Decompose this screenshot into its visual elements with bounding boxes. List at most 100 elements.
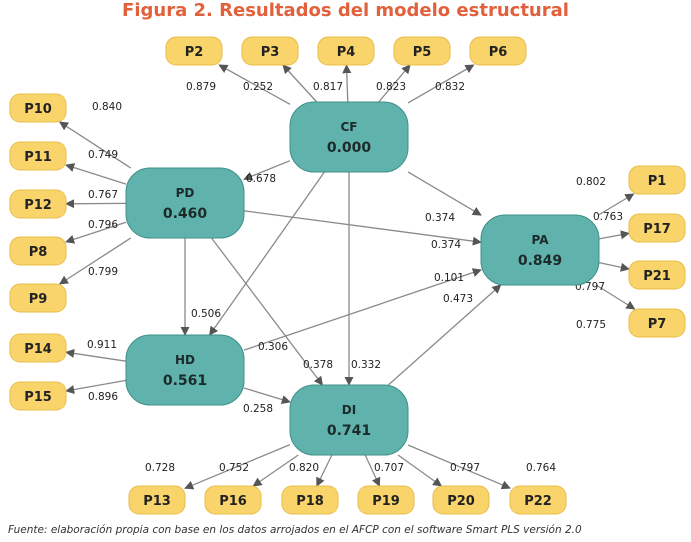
indicator-node-label: P12	[24, 198, 52, 213]
indicator-node-shape	[204, 485, 262, 515]
indicator-node-shape	[9, 93, 67, 123]
indicator-node-shape	[393, 36, 451, 66]
loading-arrow-pd-p8	[65, 221, 127, 244]
indicator-node-shape	[317, 36, 375, 66]
loading-arrow-di-p19	[364, 454, 381, 487]
indicator-node-p1: P1	[628, 165, 686, 195]
indicator-node-p8: P8	[9, 236, 67, 266]
loading-value-p5: 0.823	[376, 81, 406, 93]
indicator-node-label: P20	[447, 494, 475, 509]
indicator-node-shape	[165, 36, 223, 66]
latent-node-r2-value: 0.741	[327, 423, 371, 439]
indicator-node-label: P16	[219, 494, 247, 509]
indicator-node-p12: P12	[9, 189, 67, 219]
indicator-node-p9: P9	[9, 283, 67, 313]
indicator-node-p19: P19	[357, 485, 415, 515]
indicator-node-p20: P20	[432, 485, 490, 515]
indicator-node-shape	[9, 333, 67, 363]
loading-arrow-di-p16	[252, 454, 299, 487]
latent-node-hd: HD0.561	[125, 334, 245, 406]
indicator-node-label: P15	[24, 390, 52, 405]
indicator-node-label: P2	[185, 45, 204, 60]
loading-value-p20: 0.797	[450, 462, 480, 474]
loading-arrow-hd-p15	[65, 379, 127, 395]
indicator-node-p5: P5	[393, 36, 451, 66]
latent-node-r2-value: 0.849	[518, 253, 562, 269]
loading-arrow-pd-p10	[58, 121, 132, 169]
loading-arrow-cf-p6	[407, 64, 475, 104]
loading-value-p3: 0.252	[243, 81, 273, 93]
latent-node-shape	[125, 334, 245, 406]
path-arrow-hd-di	[243, 387, 291, 404]
indicator-node-label: P18	[296, 494, 324, 509]
loading-arrow-di-p20	[397, 454, 443, 487]
indicator-node-p3: P3	[241, 36, 299, 66]
indicator-node-p10: P10	[9, 93, 67, 123]
path-coefficient-hd-di: 0.258	[243, 403, 273, 415]
loading-value-p13: 0.728	[145, 462, 175, 474]
latent-node-pa: PA 0.849	[480, 214, 600, 286]
loading-value-p4: 0.817	[313, 81, 343, 93]
path-coefficient-hd-pa: 0.101	[434, 272, 464, 284]
indicator-node-label: P8	[29, 245, 48, 260]
indicator-node-label: P22	[524, 494, 552, 509]
indicator-node-label: P3	[261, 45, 280, 60]
latent-node-r2-value: 0.000	[327, 140, 372, 156]
indicator-node-label: P5	[413, 45, 432, 60]
loading-arrow-pd-p11	[65, 163, 127, 185]
latent-node-shape	[480, 214, 600, 286]
indicator-node-shape	[628, 260, 686, 290]
loading-value-p6: 0.832	[435, 81, 465, 93]
loading-arrow-hd-p14	[65, 348, 127, 362]
path-arrow-cf-pd	[243, 160, 291, 181]
latent-node-pd: PD0.460	[125, 167, 245, 239]
loading-arrow-pa-p17	[598, 230, 630, 240]
footnote-text-3: versión 2.0	[519, 524, 582, 536]
indicator-node-shape	[9, 283, 67, 313]
loading-value-p19: 0.707	[374, 462, 404, 474]
path-arrow-cf-pa	[407, 171, 482, 216]
path-arrow-pd-pa	[243, 210, 482, 246]
loading-value-p9: 0.799	[88, 266, 118, 278]
latent-node-shape	[125, 167, 245, 239]
indicator-node-label: P4	[337, 45, 356, 60]
path-coefficient-cf-pa: 0.374	[425, 212, 455, 224]
indicator-node-p11: P11	[9, 141, 67, 171]
indicator-node-p7: P7	[628, 308, 686, 338]
indicator-node-p2: P2	[165, 36, 223, 66]
loading-value-p15: 0.896	[88, 391, 118, 403]
latent-node-name: PA	[532, 233, 550, 247]
indicator-node-shape	[241, 36, 299, 66]
loading-arrow-pa-p1	[598, 193, 635, 216]
indicator-node-shape	[9, 189, 67, 219]
loading-value-p22: 0.764	[526, 462, 556, 474]
loading-value-p7: 0.775	[576, 319, 606, 331]
indicator-node-shape	[281, 485, 339, 515]
indicator-node-shape	[357, 485, 415, 515]
path-coefficient-pd-di: 0.378	[303, 359, 333, 371]
path-coefficient-pd-hd: 0.506	[191, 308, 221, 320]
indicator-node-shape	[628, 165, 686, 195]
indicator-node-shape	[432, 485, 490, 515]
indicator-node-label: P14	[24, 342, 52, 357]
loading-value-p2: 0.879	[186, 81, 216, 93]
indicator-node-p4: P4	[317, 36, 375, 66]
loading-arrow-cf-p3	[282, 64, 318, 103]
indicator-node-p14: P14	[9, 333, 67, 363]
indicator-node-p16: P16	[204, 485, 262, 515]
indicator-node-label: P7	[648, 317, 667, 332]
loading-value-p8: 0.796	[88, 219, 118, 231]
loading-arrow-pa-p7	[595, 284, 636, 310]
latent-node-di: DI0.741	[289, 384, 409, 456]
path-arrow-di-pa	[387, 284, 502, 386]
loading-value-p16: 0.752	[219, 462, 249, 474]
figure-title: Figura 2. Resultados del modelo estructu…	[122, 0, 569, 21]
edges-layer	[58, 64, 636, 490]
indicator-node-shape	[9, 381, 67, 411]
indicator-node-label: P19	[372, 494, 400, 509]
indicator-node-shape	[128, 485, 186, 515]
latent-node-r2-value: 0.561	[163, 373, 207, 389]
loading-value-p18: 0.820	[289, 462, 319, 474]
